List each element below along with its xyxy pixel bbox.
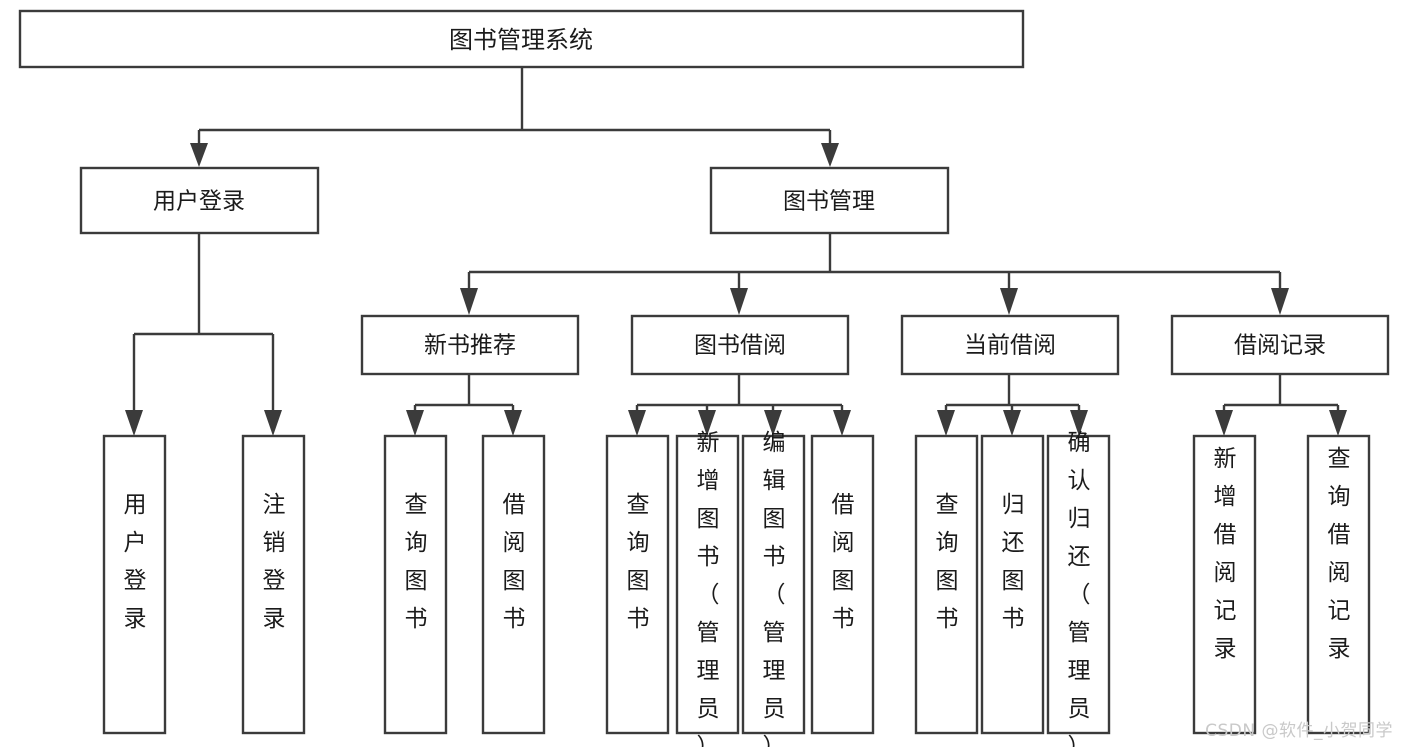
node-current-borrow-label: 当前借阅	[964, 333, 1056, 359]
arrow-head-leaf-query-record	[1329, 410, 1347, 436]
arrow-head-leaf-add-record	[1215, 410, 1233, 436]
node-root[interactable]: 图书管理系统	[18, 9, 1025, 69]
node-leaf-logout-login-label: 注销登录	[263, 492, 286, 632]
node-leaf-user-login-label: 用户登录	[124, 492, 147, 632]
node-leaf-borrow-book-1[interactable]: 借阅图书	[481, 434, 546, 735]
node-leaf-borrow-book-1-label: 借阅图书	[503, 492, 526, 632]
node-leaf-confirm-return-label: 确认归还（管理员）	[1068, 430, 1091, 747]
node-leaf-add-record[interactable]: 新增借阅记录	[1192, 434, 1257, 735]
node-user-login[interactable]: 用户登录	[79, 166, 320, 235]
arrow-head-leaf-confirm-return	[1070, 410, 1088, 436]
arrow-head-user-login	[190, 143, 208, 167]
arrow-head-leaf-return-book	[1003, 410, 1021, 436]
arrow-head-borrow-record	[1271, 288, 1289, 315]
node-leaf-query-book-3-label: 查询图书	[936, 492, 959, 632]
node-leaf-query-record-label: 查询借阅记录	[1328, 446, 1351, 662]
node-leaf-edit-book[interactable]: 编辑图书（管理员）	[741, 430, 806, 751]
node-leaf-confirm-return[interactable]: 确认归还（管理员）	[1046, 430, 1111, 751]
node-leaf-query-book-2[interactable]: 查询图书	[605, 434, 670, 735]
node-leaf-logout-login[interactable]: 注销登录	[241, 434, 306, 735]
connector-root-to-level1	[190, 67, 839, 167]
arrow-head-leaf-borrow-book-2	[833, 410, 851, 436]
node-user-login-label: 用户登录	[153, 189, 245, 215]
arrow-head-current-borrow	[1000, 288, 1018, 315]
connector-bookmanage-to-level2	[460, 233, 1289, 315]
node-leaf-add-book[interactable]: 新增图书（管理员）	[675, 430, 740, 751]
node-new-book-recommend[interactable]: 新书推荐	[360, 314, 580, 376]
node-leaf-add-record-label: 新增借阅记录	[1214, 446, 1237, 662]
arrow-head-new-book-recommend	[460, 288, 478, 315]
connector-userlogin-to-leaves	[125, 233, 282, 436]
arrow-head-leaf-add-book	[698, 410, 716, 436]
node-leaf-borrow-book-2-label: 借阅图书	[832, 492, 855, 632]
connector-borrowrecord-to-leaves	[1215, 374, 1347, 436]
arrow-head-leaf-edit-book	[764, 410, 782, 436]
arrow-head-leaf-logout-login	[264, 410, 282, 436]
node-leaf-borrow-book-2[interactable]: 借阅图书	[810, 434, 875, 735]
node-book-borrow[interactable]: 图书借阅	[630, 314, 850, 376]
node-book-manage[interactable]: 图书管理	[709, 166, 950, 235]
arrow-head-leaf-borrow-book-1	[504, 410, 522, 436]
arrow-head-leaf-user-login	[125, 410, 143, 436]
node-leaf-user-login[interactable]: 用户登录	[102, 434, 167, 735]
connector-newbook-to-leaves	[406, 374, 522, 436]
node-leaf-query-record[interactable]: 查询借阅记录	[1306, 434, 1371, 735]
connector-bookborrow-to-leaves	[628, 374, 851, 436]
arrow-head-leaf-query-book-3	[937, 410, 955, 436]
node-borrow-record-label: 借阅记录	[1234, 333, 1326, 359]
node-book-borrow-label: 图书借阅	[694, 333, 786, 359]
node-leaf-query-book-2-label: 查询图书	[627, 492, 650, 632]
node-leaf-return-book-label: 归还图书	[1002, 492, 1025, 632]
node-leaf-query-book-1[interactable]: 查询图书	[383, 434, 448, 735]
node-new-book-recommend-label: 新书推荐	[424, 333, 516, 359]
node-leaf-query-book-1-label: 查询图书	[405, 492, 428, 632]
node-leaf-query-book-3[interactable]: 查询图书	[914, 434, 979, 735]
node-current-borrow[interactable]: 当前借阅	[900, 314, 1120, 376]
node-book-manage-label: 图书管理	[783, 189, 875, 215]
arrow-head-book-manage	[821, 143, 839, 167]
node-leaf-edit-book-label: 编辑图书（管理员）	[763, 430, 786, 747]
arrow-head-leaf-query-book-2	[628, 410, 646, 436]
node-borrow-record[interactable]: 借阅记录	[1170, 314, 1390, 376]
connector-currentborrow-to-leaves	[937, 374, 1088, 436]
arrow-head-leaf-query-book-1	[406, 410, 424, 436]
node-leaf-return-book[interactable]: 归还图书	[980, 434, 1045, 735]
arrow-head-book-borrow	[730, 288, 748, 315]
node-root-label: 图书管理系统	[449, 26, 593, 54]
node-leaf-add-book-label: 新增图书（管理员）	[697, 430, 720, 747]
